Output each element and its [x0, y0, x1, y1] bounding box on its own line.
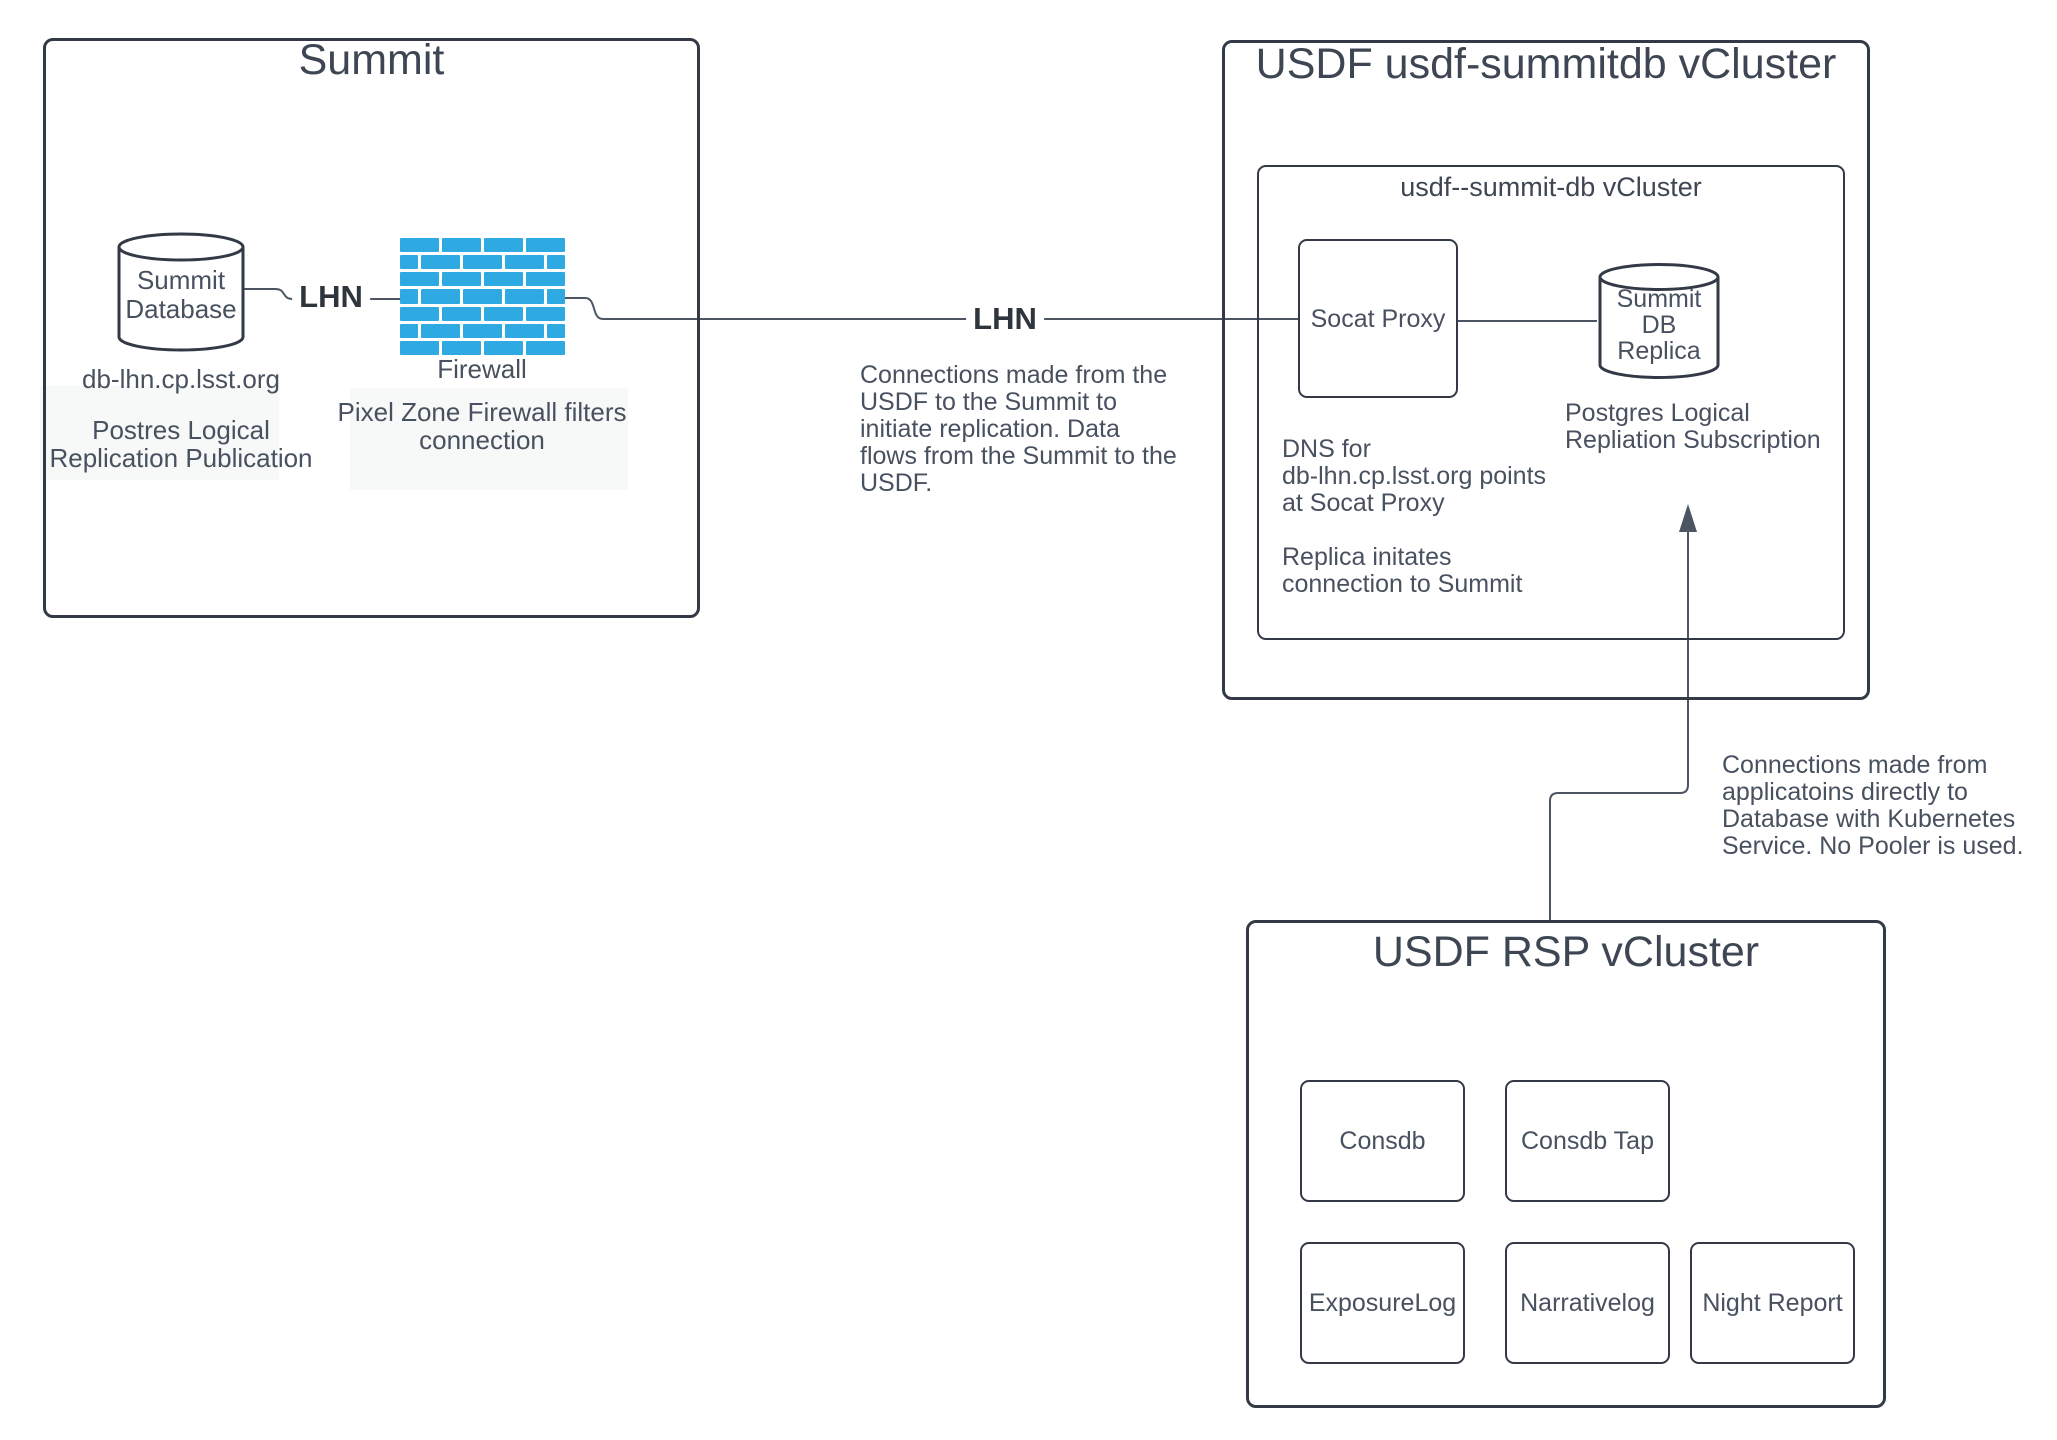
summit-db-replica-label: Summit DB Replica: [1616, 285, 1702, 365]
socat-proxy-box: [1298, 239, 1458, 398]
summit-container-box: [43, 38, 700, 618]
service-box-narrativelog: Narrativelog: [1505, 1242, 1670, 1364]
lhn-label-link: LHN: [966, 301, 1044, 337]
summitdb-inner-box: [1257, 165, 1845, 640]
service-box-exposurelog: ExposureLog: [1300, 1242, 1465, 1364]
firewall-label: Firewall: [437, 354, 527, 384]
rsp-to-replica-line: [1549, 531, 1689, 920]
lhn-label-summit: LHN: [292, 279, 370, 315]
replica-subscription-note: Postgres Logical Repliation Subscription: [1565, 399, 1821, 454]
firewall-note: Pixel Zone Firewall filters connection: [337, 397, 627, 455]
lhn-link-note: Connections made from the USDF to the Su…: [860, 361, 1177, 497]
database-hostname: db-lhn.cp.lsst.org: [82, 364, 280, 394]
arrowhead-up-icon: [1679, 504, 1697, 532]
firewall-to-socat-line: [563, 297, 1298, 320]
summitdb-cluster-box: [1222, 40, 1870, 700]
socat-proxy-label: Socat Proxy: [1310, 304, 1446, 333]
rsp-link-note: Connections made from applicatoins direc…: [1722, 751, 2024, 860]
summitdb-cluster-title: USDF usdf-summitdb vCluster: [1255, 40, 1837, 88]
service-box-consdb: Consdb: [1300, 1080, 1465, 1202]
firewall-icon: [400, 238, 566, 355]
rsp-cluster-box: [1246, 920, 1886, 1408]
database-note: Postres Logical Replication Publication: [49, 415, 313, 473]
summit-database-icon: [116, 231, 246, 353]
summit-database-label: Summit Database: [125, 265, 237, 324]
summitdb-inner-title: usdf--summit-db vCluster: [1400, 172, 1702, 202]
ghost-highlight: [40, 386, 279, 480]
ghost-highlight: [350, 388, 628, 490]
service-box-night-report: Night Report: [1690, 1242, 1855, 1364]
summit-title: Summit: [298, 36, 445, 84]
service-box-consdb-tap: Consdb Tap: [1505, 1080, 1670, 1202]
dns-note: DNS for db-lhn.cp.lsst.org points at Soc…: [1282, 435, 1547, 598]
summit-db-replica-icon: [1597, 262, 1721, 381]
rsp-cluster-title: USDF RSP vCluster: [1372, 928, 1760, 976]
